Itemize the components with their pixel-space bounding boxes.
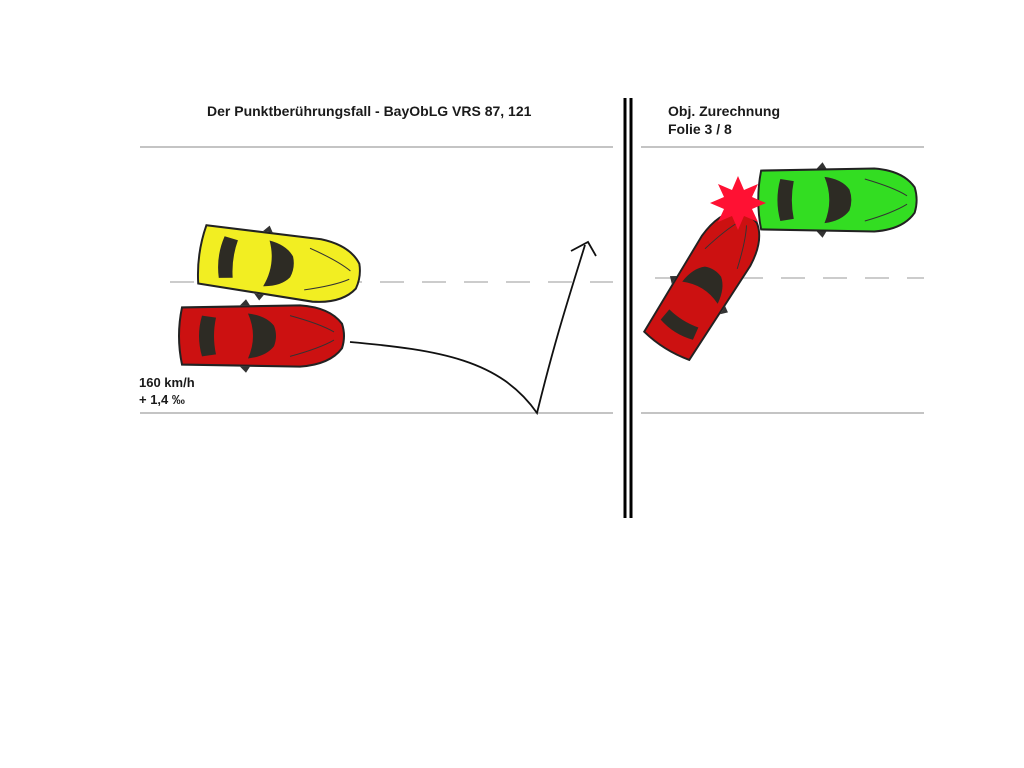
- slide-number: Folie 3 / 8: [668, 121, 732, 137]
- trajectory-path: [349, 244, 586, 416]
- topic-label: Obj. Zurechnung: [668, 103, 780, 119]
- impact-burst-icon: [710, 176, 766, 230]
- blood-alcohol-label: + 1,4 ‰: [139, 392, 185, 407]
- red-car-right: [635, 196, 779, 368]
- yellow-car: [193, 215, 366, 315]
- trajectory-arrowhead: [570, 240, 597, 257]
- red-car-left: [177, 298, 346, 374]
- green-car: [757, 161, 918, 239]
- speed-label: 160 km/h: [139, 375, 195, 390]
- slide-title: Der Punktberührungsfall - BayObLG VRS 87…: [207, 103, 532, 119]
